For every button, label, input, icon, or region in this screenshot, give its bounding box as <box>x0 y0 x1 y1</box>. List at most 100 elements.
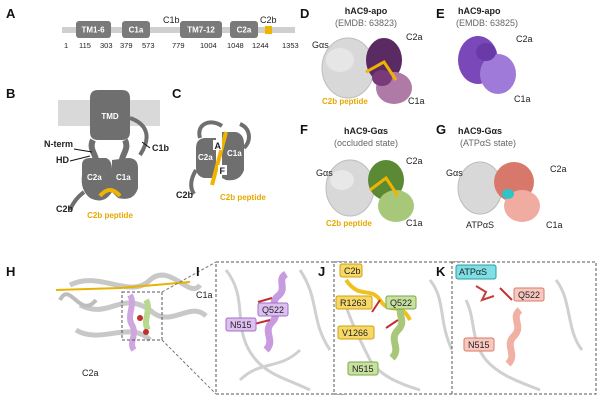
f-density-map <box>325 159 414 222</box>
f-c1a-label: C1a <box>406 218 423 228</box>
k-n515-label: N515 <box>468 340 490 350</box>
i-n515-label: N515 <box>230 320 252 330</box>
j-n515-label: N515 <box>352 364 374 374</box>
c-f-box <box>218 165 227 175</box>
d-c2a-label: C2a <box>406 32 423 42</box>
tm1-6-domain <box>76 21 111 38</box>
j-n515-tag <box>347 361 379 376</box>
c1a-domain-label: C1a <box>129 26 144 35</box>
e-density-map <box>458 36 516 94</box>
n-term-label: N-term <box>44 139 73 149</box>
c1b-region-label: C1b <box>163 15 180 25</box>
tmd-label: TMD <box>101 112 119 121</box>
j-v1266-label: V1266 <box>342 328 368 338</box>
g-title: hAC9-Gαs <box>458 126 502 136</box>
c-f-label: F <box>220 166 226 176</box>
b-peptide-label: C2b peptide <box>87 211 133 220</box>
k-q522-label: Q522 <box>518 290 540 300</box>
c1b-label: C1b <box>152 143 170 153</box>
e-title: hAC9-apo <box>458 6 501 16</box>
e-emdb: (EMDB: 63825) <box>456 18 518 28</box>
c2b-peptide-marker <box>265 26 272 34</box>
n-term-pointer <box>73 148 93 153</box>
c-c2b-label: C2b <box>176 190 194 200</box>
c1b-pointer <box>141 141 151 149</box>
c-c2b-tail <box>189 168 198 196</box>
panel-e-label: E <box>436 6 445 21</box>
c-a-box <box>213 140 222 150</box>
g-gas-label: Gαs <box>446 168 463 178</box>
panel-f-label: F <box>300 122 308 137</box>
sequence-position-5: 779 <box>172 41 185 50</box>
d-density-map <box>321 37 412 104</box>
panel-a-label: A <box>6 6 16 21</box>
i-q522-tag <box>257 302 289 317</box>
c1a-domain-shape <box>112 158 138 199</box>
c1a-domain <box>122 21 150 38</box>
j-v1266-tag <box>337 325 375 340</box>
g-density-map <box>457 161 540 222</box>
c2b-tail <box>68 190 86 211</box>
j-c2b-tag <box>339 263 363 278</box>
sequence-position-2: 303 <box>100 41 113 50</box>
c-a-label: A <box>215 141 222 151</box>
k-atp-label: ATPαS <box>459 267 487 277</box>
h-zoom-line-bottom <box>161 339 217 395</box>
d-emdb: (EMDB: 63823) <box>335 18 397 28</box>
f-state: (occluded state) <box>334 138 398 148</box>
e-c1a-label: C1a <box>514 94 531 104</box>
sequence-position-7: 1048 <box>227 41 244 50</box>
sequence-bar <box>62 27 295 33</box>
i-structure <box>224 269 332 392</box>
c2b-region-label: C2b <box>260 15 277 25</box>
j-structure <box>342 278 454 392</box>
tmd-shape <box>90 90 130 140</box>
j-r1263-tag <box>335 295 373 310</box>
j-q522-tag <box>385 295 417 310</box>
c-peptide-label: C2b peptide <box>220 193 266 202</box>
c-c2a-shape <box>196 138 216 178</box>
j-r1263-label: R1263 <box>340 298 367 308</box>
h-ribbon-structure <box>55 272 208 352</box>
k-structure <box>464 279 584 392</box>
tm1-6-label: TM1-6 <box>81 26 105 35</box>
d-title: hAC9-apo <box>345 6 388 16</box>
g-c1a-label: C1a <box>546 220 563 230</box>
c-c1a-label: C1a <box>227 149 242 158</box>
k-atp-tag <box>455 264 497 280</box>
i-q522-label: Q522 <box>262 305 284 315</box>
k-q522-tag <box>513 287 545 302</box>
sequence-position-9: 1353 <box>282 41 299 50</box>
sequence-position-1: 115 <box>79 41 91 50</box>
e-c2a-label: C2a <box>516 34 533 44</box>
c1b-linker <box>129 116 149 157</box>
f-gas-label: Gαs <box>316 168 333 178</box>
j-q522-label: Q522 <box>390 298 412 308</box>
tm7-12-domain <box>180 21 222 38</box>
c2a-domain-label: C2a <box>237 26 252 35</box>
sequence-position-3: 379 <box>120 41 133 50</box>
panel-d-label: D <box>300 6 309 21</box>
hd-pointer <box>69 155 91 162</box>
h-zoom-box <box>121 291 163 341</box>
b-c2a-label: C2a <box>87 173 102 182</box>
h-c1a-label: C1a <box>196 290 213 300</box>
panel-k-label: K <box>436 264 446 279</box>
sequence-position-8: 1244 <box>252 41 269 50</box>
h-c2a-label: C2a <box>82 368 99 378</box>
c-top-linker <box>197 120 224 139</box>
g-atp-label: ATPαS <box>466 220 494 230</box>
tm7-12-label: TM7-12 <box>187 26 215 35</box>
g-c2a-label: C2a <box>550 164 567 174</box>
panel-h-label: H <box>6 264 15 279</box>
d-c1a-label: C1a <box>408 96 425 106</box>
k-n515-tag <box>463 337 495 352</box>
c-c2a-label: C2a <box>198 153 213 162</box>
sequence-position-0: 1 <box>64 41 68 50</box>
b-c2b-label: C2b <box>56 204 74 214</box>
c-c1a-shape <box>222 132 244 181</box>
f-peptide-label: C2b peptide <box>326 219 372 228</box>
h-zoom-line-top <box>161 261 217 293</box>
